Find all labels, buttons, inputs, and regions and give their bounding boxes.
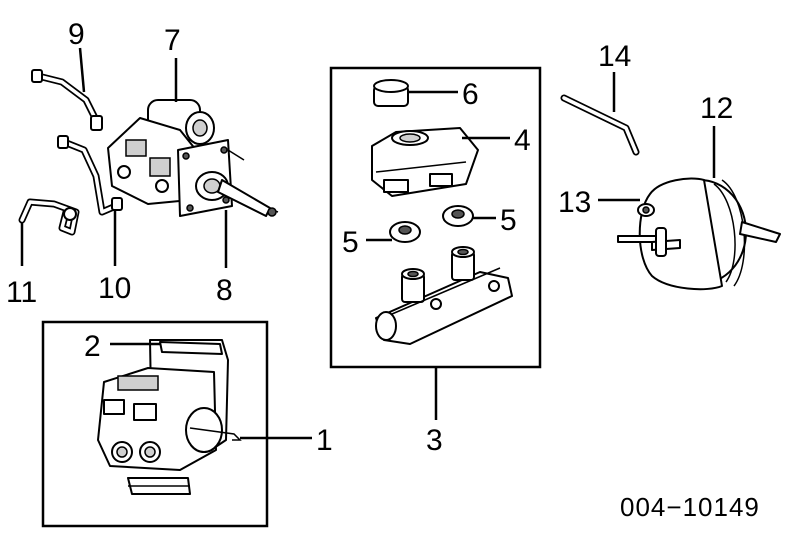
reservoir-cap-6 <box>373 79 409 107</box>
callout-6: 6 <box>462 78 479 111</box>
callout-10: 10 <box>98 272 131 305</box>
master-cylinder-3 <box>375 246 513 345</box>
callout-8: 8 <box>216 274 233 307</box>
check-valve-13 <box>637 203 655 217</box>
callout-1: 1 <box>316 424 333 457</box>
callout-14: 14 <box>598 40 631 73</box>
grommet-5-left <box>389 221 421 243</box>
callout-9: 9 <box>68 18 85 51</box>
callout-5-right: 5 <box>500 204 517 237</box>
brake-line-9 <box>31 69 103 131</box>
vacuum-booster-12 <box>617 177 781 291</box>
callout-2: 2 <box>84 330 101 363</box>
vacuum-hose-14 <box>560 94 640 156</box>
callout-3: 3 <box>426 424 443 457</box>
callout-12: 12 <box>700 92 733 125</box>
callout-5-left: 5 <box>342 226 359 259</box>
abs-hydraulic-unit-1 <box>97 339 242 495</box>
leader-9 <box>78 47 86 93</box>
callout-11: 11 <box>6 276 37 309</box>
return-hose-11 <box>18 198 80 236</box>
callout-7: 7 <box>164 24 181 57</box>
reservoir-4 <box>371 127 479 197</box>
grommet-5-right <box>442 205 474 227</box>
brake-line-10 <box>57 135 123 216</box>
hydraulic-unit-frame <box>41 320 269 528</box>
reference-code: 004−10149 <box>620 492 760 522</box>
callout-4: 4 <box>514 124 531 157</box>
callout-13: 13 <box>558 186 591 219</box>
pushrod-8 <box>195 171 277 217</box>
